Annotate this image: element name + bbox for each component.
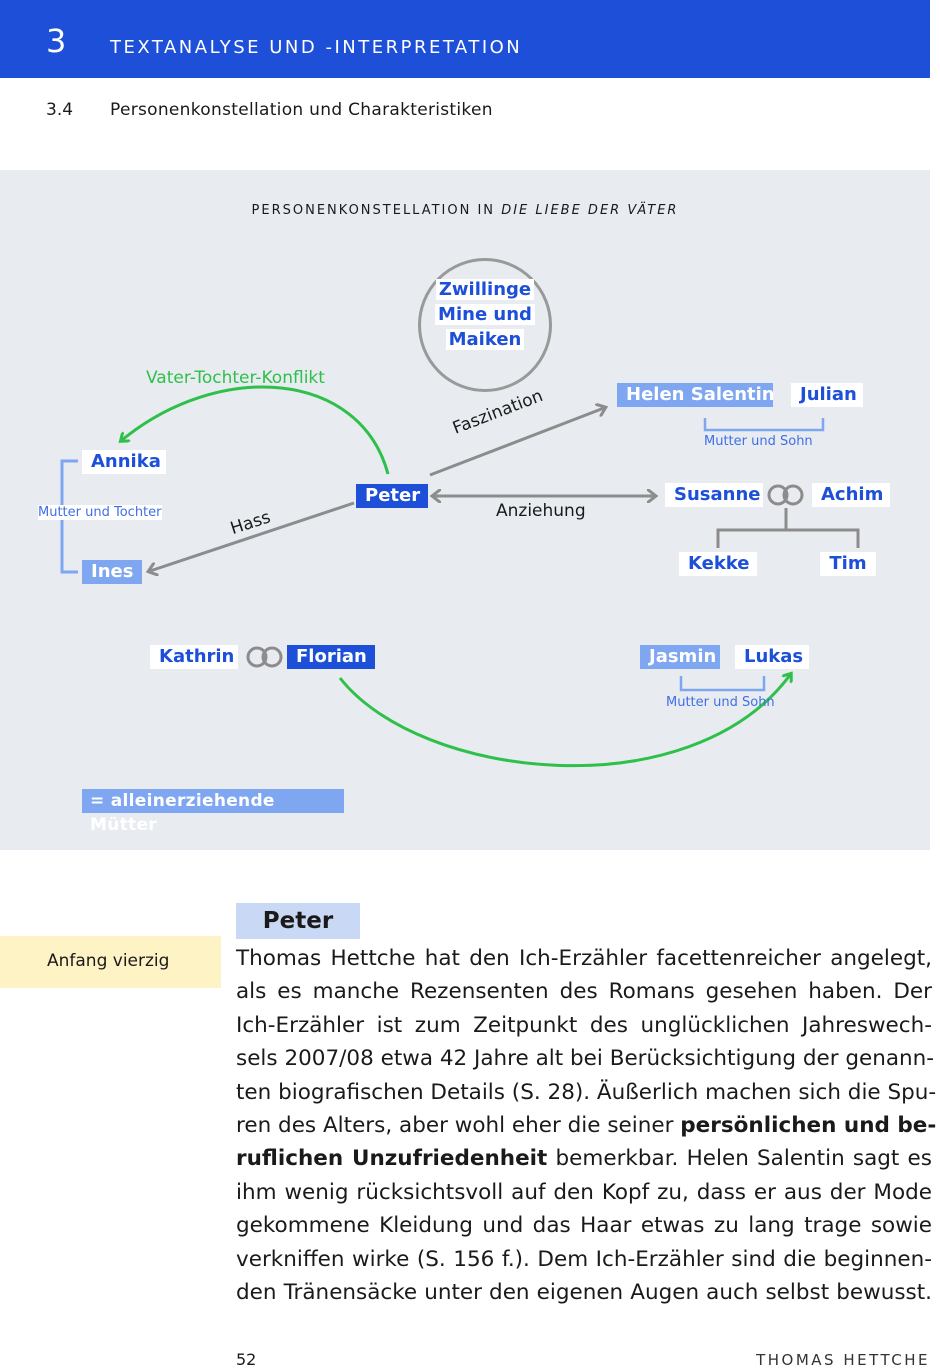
faszination-arrow — [429, 408, 604, 477]
text-line: den Tränensäcke unter den eigenen Augen … — [236, 1279, 932, 1305]
node-tim: Tim — [820, 552, 876, 576]
node-achim: Achim — [812, 483, 890, 507]
hass-arrow — [150, 501, 355, 571]
relation-lines — [60, 385, 860, 768]
chapter-title: TEXTANALYSE UND -INTERPRETATION — [110, 37, 523, 58]
diagram-title-work: DIE LIEBE DER VÄTER — [501, 203, 679, 218]
jasmin-lukas-bracket — [679, 676, 766, 692]
mutter-sohn-label-2: Mutter und Sohn — [666, 695, 775, 710]
margin-note: Anfang vierzig — [0, 936, 221, 988]
chapter-number: 3 — [46, 22, 67, 60]
mutter-tochter-label: Mutter und Tochter — [38, 505, 162, 520]
text-line: Ich-Erzähler ist zum Zeitpunkt des unglü… — [236, 1012, 932, 1038]
vater-tochter-arrow — [122, 385, 390, 475]
node-ines: Ines — [82, 560, 142, 584]
text-line: ten biografischen Details (S. 28). Äußer… — [236, 1079, 937, 1105]
diagram-title: PERSONENKONSTELLATION IN DIE LIEBE DER V… — [0, 203, 930, 218]
node-helen-salentin: Helen Salentin — [617, 383, 775, 407]
text-line: sels 2007/08 etwa 42 Jahre alt bei Berüc… — [236, 1046, 935, 1072]
running-footer-author: THOMAS HETTCHE — [756, 1351, 930, 1369]
twins-circle: Zwillinge Mine und Maiken — [418, 258, 552, 392]
emphasis: ruflichen Unzufriedenheit — [236, 1146, 548, 1172]
node-lukas: Lukas — [735, 645, 809, 669]
text-line: ihm wenig rücksichtsvoll auf den Kopf zu… — [236, 1179, 932, 1205]
node-julian: Julian — [791, 383, 863, 407]
text-line: verkniffen wirke (S. 156 f.). Dem Ich-Er… — [236, 1246, 932, 1272]
twins-line-3: Maiken — [445, 329, 525, 350]
body-paragraph: Thomas Hettche hat den Ich-Erzähler face… — [236, 942, 937, 1309]
text-line: gekommene Kleidung und das Haar etwas zu… — [236, 1213, 932, 1239]
emphasis: persönlichen und be- — [680, 1112, 937, 1138]
page-number: 52 — [236, 1350, 257, 1369]
florian-lukas-arrow — [338, 675, 790, 768]
helen-julian-bracket — [703, 418, 825, 432]
text-line: ruflichen Unzufriedenheit bemerkbar. Hel… — [236, 1146, 932, 1172]
section-title: Personenkonstellation und Charakteristik… — [110, 100, 493, 120]
anziehung-label: Anziehung — [496, 501, 586, 521]
twins-line-1: Zwillinge — [435, 279, 535, 300]
character-heading: Peter — [236, 903, 360, 939]
node-annika: Annika — [82, 450, 166, 474]
text-line: als es manche Rezensenten des Romans ges… — [236, 979, 932, 1005]
node-kathrin: Kathrin — [150, 645, 238, 669]
chapter-header-band: 3 TEXTANALYSE UND -INTERPRETATION — [0, 0, 930, 78]
character-constellation-diagram: PERSONENKONSTELLATION IN DIE LIEBE DER V… — [0, 170, 930, 850]
text-line: ren des Alters, aber wohl eher die seine… — [236, 1112, 937, 1138]
vater-tochter-label: Vater-Tochter-Konflikt — [146, 368, 325, 388]
marriage-rings-icon — [767, 484, 789, 506]
text-line: Thomas Hettche hat den Ich-Erzähler face… — [236, 946, 932, 971]
node-peter: Peter — [356, 484, 428, 508]
marriage-rings-icon-2 — [246, 646, 268, 668]
node-jasmin: Jasmin — [640, 645, 720, 669]
node-florian: Florian — [287, 645, 375, 669]
section-number: 3.4 — [46, 100, 74, 120]
node-kekke: Kekke — [679, 552, 757, 576]
node-susanne: Susanne — [665, 483, 763, 507]
family-tree-lines — [716, 508, 860, 548]
diagram-title-prefix: PERSONENKONSTELLATION IN — [251, 203, 496, 218]
twins-line-2: Mine und — [435, 304, 535, 325]
mutter-sohn-label-1: Mutter und Sohn — [704, 434, 813, 449]
legend-single-mothers: = alleinerziehende Mütter — [82, 789, 344, 835]
